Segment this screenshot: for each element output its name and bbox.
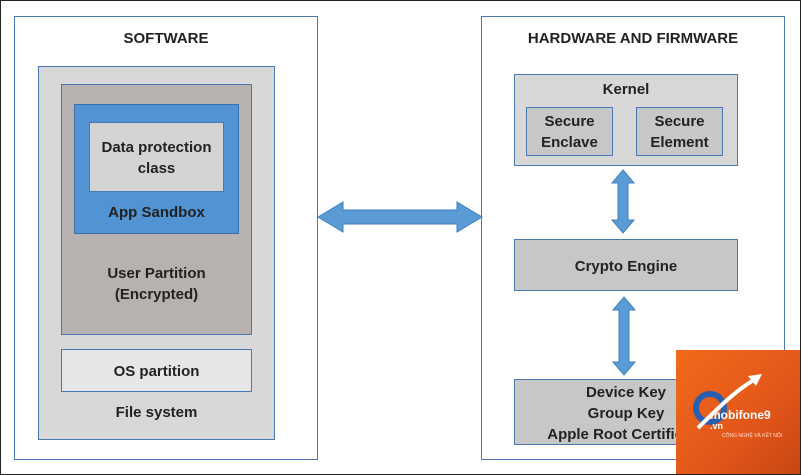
- secure-element-label: Secure Element: [650, 113, 709, 151]
- logo-brand: mobifone9: [710, 408, 771, 422]
- app-sandbox-label: App Sandbox: [108, 204, 205, 221]
- logo-tagline: CÔNG NGHỆ VÀ KẾT NỐI: [722, 433, 783, 439]
- secure-enclave-label: Secure Enclave: [541, 113, 598, 151]
- secure-element-box: [636, 107, 723, 156]
- kernel-label: Kernel: [602, 81, 650, 98]
- secure-enclave-box: [526, 107, 613, 156]
- os-partition-label: OS partition: [113, 363, 200, 380]
- hardware-title: HARDWARE AND FIRMWARE: [527, 30, 739, 47]
- logo-domain: .vn: [710, 421, 724, 431]
- kernel-crypto-arrow: [610, 169, 636, 234]
- crypto-engine-label: Crypto Engine: [574, 258, 678, 275]
- data-protection-label: Data protection class: [101, 139, 212, 177]
- data-protection-box: [89, 122, 224, 192]
- crypto-engine-box: [514, 239, 738, 291]
- file-system-label: File system: [115, 404, 198, 421]
- logo-swoosh-icon: [693, 374, 762, 430]
- software-title: SOFTWARE: [123, 30, 209, 47]
- software-hardware-arrow: [317, 201, 483, 233]
- mobifone-logo: mobifone9 .vn CÔNG NGHỆ VÀ KẾT NỐI: [676, 350, 800, 474]
- crypto-keys-arrow: [611, 296, 637, 376]
- os-partition-box: [61, 349, 252, 392]
- user-partition-label: User Partition (Encrypted): [107, 265, 206, 303]
